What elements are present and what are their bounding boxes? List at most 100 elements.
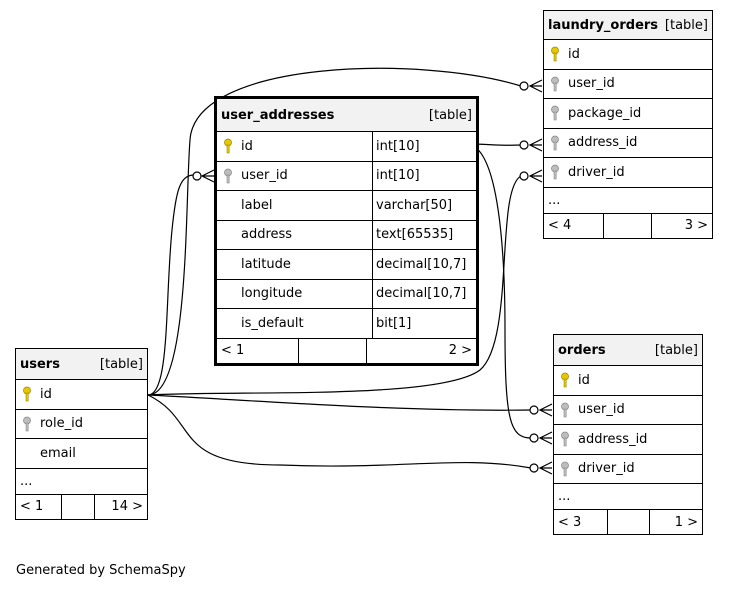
column-name: address — [241, 227, 293, 243]
column-row[interactable]: package_id — [544, 99, 712, 129]
more-columns: ... — [554, 484, 702, 510]
column-row[interactable]: id — [16, 380, 147, 410]
foreign-key-icon — [544, 135, 566, 151]
crows-foot-marker — [528, 79, 543, 93]
primary-key-icon — [16, 386, 38, 402]
foreign-key-icon — [554, 461, 576, 477]
optional-marker — [519, 140, 529, 150]
table-user-addresses[interactable]: user_addresses [table] id int[10] user_i… — [214, 96, 479, 366]
optional-marker — [529, 463, 539, 473]
column-row[interactable]: user_id int[10] — [217, 161, 476, 191]
children-count[interactable]: 1 > — [674, 514, 698, 530]
column-name: user_id — [578, 402, 625, 418]
crows-foot-marker — [538, 403, 553, 417]
column-row[interactable]: user_id — [544, 70, 712, 99]
parents-count[interactable]: < 1 — [217, 338, 299, 363]
column-row[interactable]: id — [554, 366, 702, 396]
column-name: address_id — [578, 431, 648, 447]
column-type: int[10] — [372, 132, 476, 161]
crows-foot-marker — [538, 431, 553, 445]
crows-foot-marker — [528, 169, 543, 183]
column-type: text[65535] — [372, 220, 476, 249]
column-name: role_id — [40, 416, 83, 432]
column-name: id — [578, 372, 590, 388]
table-footer: < 4 3 > — [544, 213, 712, 238]
column-name: is_default — [241, 315, 304, 331]
column-row[interactable]: address_id — [554, 425, 702, 455]
column-type: varchar[50] — [372, 191, 476, 220]
table-orders[interactable]: orders [table] id user_id address_id dri… — [553, 334, 703, 535]
column-row[interactable]: address text[65535] — [217, 220, 476, 250]
column-row[interactable]: address_id — [544, 129, 712, 158]
column-type: decimal[10,7] — [372, 250, 476, 279]
edge-users-orders-user — [147, 394, 532, 411]
primary-key-icon — [554, 372, 576, 388]
column-name: longitude — [241, 286, 303, 302]
primary-key-icon — [217, 138, 239, 154]
edge-users-user-addresses-user — [147, 174, 194, 396]
table-name[interactable]: user_addresses — [221, 107, 335, 123]
table-header: orders [table] — [554, 335, 702, 366]
column-name: user_id — [568, 76, 615, 92]
generated-by-caption: Generated by SchemaSpy — [16, 563, 186, 578]
more-columns: ... — [544, 188, 712, 214]
table-name[interactable]: laundry_orders — [548, 17, 659, 33]
edge-users-laundry-orders-driver — [147, 175, 522, 396]
column-name: package_id — [568, 105, 642, 121]
parents-count[interactable]: < 4 — [544, 213, 604, 238]
optional-marker — [519, 81, 529, 91]
edge-users-laundry-orders-user — [147, 67, 522, 396]
table-footer: < 1 14 > — [16, 494, 147, 519]
foreign-key-icon — [544, 105, 566, 121]
parents-count[interactable]: < 1 — [16, 494, 62, 519]
column-name: latitude — [241, 256, 291, 272]
crows-foot-marker — [538, 461, 553, 475]
footer-spacer — [608, 510, 650, 534]
column-row[interactable]: user_id — [554, 396, 702, 425]
foreign-key-icon — [554, 402, 576, 418]
table-name[interactable]: users — [20, 356, 60, 372]
column-row[interactable]: label varchar[50] — [217, 191, 476, 221]
column-name: id — [241, 138, 253, 154]
column-name: id — [40, 386, 52, 402]
foreign-key-icon — [16, 416, 38, 432]
edge-users-orders-driver — [147, 394, 532, 469]
column-row[interactable]: id int[10] — [217, 132, 476, 162]
primary-key-icon — [544, 46, 566, 62]
column-row[interactable]: email — [16, 439, 147, 469]
column-name: email — [40, 445, 76, 461]
column-row[interactable]: longitude decimal[10,7] — [217, 279, 476, 309]
column-row[interactable]: latitude decimal[10,7] — [217, 250, 476, 280]
optional-marker — [519, 171, 529, 181]
table-footer: < 3 1 > — [554, 510, 702, 534]
column-row[interactable]: driver_id — [554, 455, 702, 484]
column-row[interactable]: driver_id — [544, 158, 712, 188]
table-header: user_addresses [table] — [217, 99, 476, 132]
children-count[interactable]: 2 > — [448, 343, 472, 358]
column-row[interactable]: is_default bit[1] — [217, 309, 476, 339]
table-name[interactable]: orders — [558, 342, 606, 358]
crows-foot-marker — [528, 138, 543, 152]
column-name: address_id — [568, 135, 638, 151]
column-name: label — [241, 197, 273, 213]
column-name: user_id — [241, 168, 288, 184]
column-type: int[10] — [372, 161, 476, 190]
footer-spacer — [62, 494, 95, 519]
children-count[interactable]: 3 > — [684, 218, 708, 233]
children-count[interactable]: 14 > — [111, 499, 143, 514]
table-laundry-orders[interactable]: laundry_orders [table] id user_id packag… — [543, 10, 713, 239]
column-name: id — [568, 46, 580, 62]
table-kind: [table] — [99, 356, 143, 372]
column-row[interactable]: id — [544, 40, 712, 70]
table-footer: < 1 2 > — [217, 338, 476, 363]
column-type: decimal[10,7] — [372, 279, 476, 308]
table-users[interactable]: users [table] id role_id email ... < 1 1… — [15, 348, 148, 520]
column-type: bit[1] — [372, 309, 476, 338]
parents-count[interactable]: < 3 — [554, 510, 608, 534]
foreign-key-icon — [544, 164, 566, 180]
table-kind: [table] — [428, 107, 472, 123]
footer-spacer — [604, 213, 652, 238]
foreign-key-icon — [217, 168, 239, 184]
column-row[interactable]: role_id — [16, 410, 147, 439]
table-header: users [table] — [16, 349, 147, 380]
